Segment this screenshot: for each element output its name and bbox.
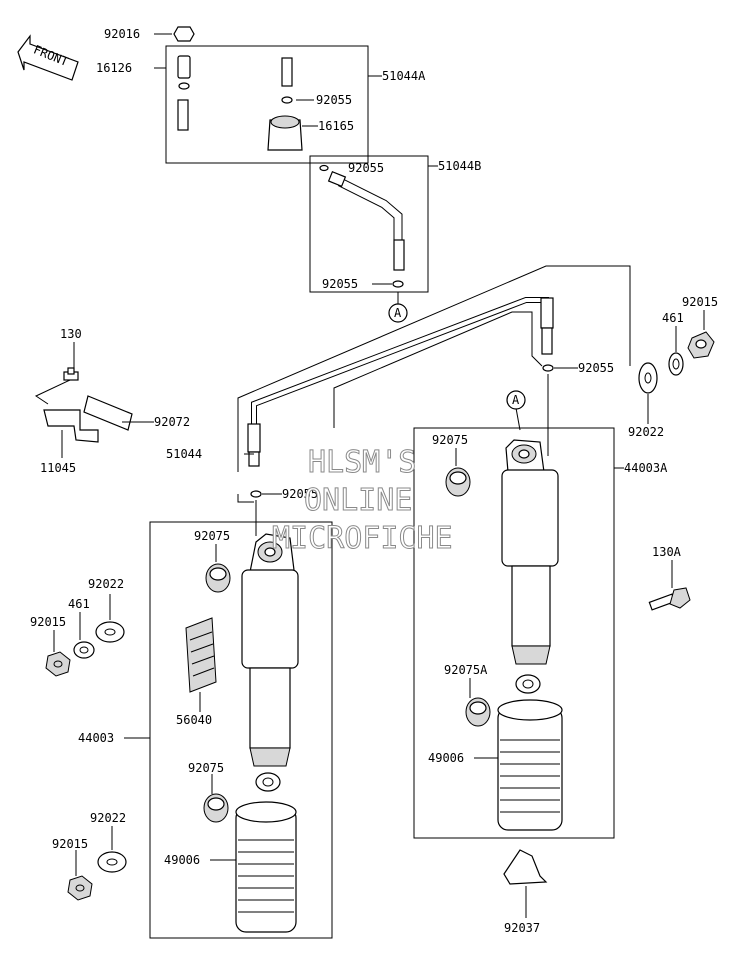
label-92075A: 92075A	[444, 663, 488, 677]
callout-A-label: A	[512, 393, 520, 407]
label-16165: 16165	[318, 119, 354, 133]
bracket-11045-icon	[43, 409, 99, 443]
label-44003: 44003	[78, 731, 114, 745]
bushing-16165-icon	[267, 115, 303, 151]
label-sticker-56040-icon	[185, 617, 217, 693]
oring-icon	[392, 280, 404, 288]
label-11045: 11045	[40, 461, 76, 475]
hose-51044A-icon	[177, 57, 293, 153]
label-92075-r: 92075	[432, 433, 468, 447]
bushing-92075-lower-icon	[203, 793, 229, 823]
boot-49006-right-icon	[497, 699, 563, 831]
label-92015-tr: 92015	[682, 295, 718, 309]
label-92055-a: 92055	[316, 93, 352, 107]
label-92055-b: 92055	[348, 161, 384, 175]
label-44003A: 44003A	[624, 461, 668, 475]
label-16126: 16126	[96, 61, 132, 75]
label-92072: 92072	[154, 415, 190, 429]
oring-icon	[250, 490, 262, 498]
nut-92015-icon	[687, 331, 715, 359]
shock-absorber-44003A-icon	[501, 439, 559, 694]
label-461-l: 461	[68, 597, 90, 611]
label-49006-r: 49006	[428, 751, 464, 765]
label-92022-l: 92022	[88, 577, 124, 591]
group-box-51044B	[309, 155, 429, 293]
label-92075-l: 92075	[194, 529, 230, 543]
label-51044A: 51044A	[382, 69, 426, 83]
nut-92015-left2-icon	[67, 875, 93, 901]
watermark-line-3: MICROFICHE	[272, 521, 453, 556]
fitting-16126-icon	[177, 55, 191, 90]
bushing-92075A-icon	[465, 697, 491, 727]
label-51044: 51044	[166, 447, 202, 461]
label-92022-l2: 92022	[90, 811, 126, 825]
callout-A-circle	[506, 390, 526, 410]
label-92037: 92037	[504, 921, 540, 935]
label-92055-e: 92055	[282, 487, 318, 501]
label-92016: 92016	[104, 27, 140, 41]
label-130: 130	[60, 327, 82, 341]
boot-49006-left-icon	[235, 801, 297, 933]
watermark-line-2: ONLINE	[304, 483, 412, 518]
label-92022-tr: 92022	[628, 425, 664, 439]
washer-92022-left2-icon	[97, 851, 127, 873]
label-461-tr: 461	[662, 311, 684, 325]
washer-92022-icon	[638, 362, 658, 394]
label-92015-l2: 92015	[52, 837, 88, 851]
bolt-130A-icon	[648, 587, 691, 611]
shock-absorber-44003-icon	[241, 533, 299, 792]
label-92015-l: 92015	[30, 615, 66, 629]
oring-icon	[319, 164, 329, 172]
watermark-line-1: HLSM'S	[308, 445, 416, 480]
bolt-130-icon	[63, 367, 79, 381]
front-arrow-icon: FRONT	[17, 34, 79, 81]
strap-92072-icon	[83, 395, 133, 431]
group-box-44003A	[413, 427, 615, 839]
label-92075-l2: 92075	[188, 761, 224, 775]
label-56040: 56040	[176, 713, 212, 727]
label-49006-l: 49006	[164, 853, 200, 867]
lockwasher-461-icon	[668, 352, 684, 376]
washer-92022-left-icon	[95, 621, 125, 643]
bushing-92075-left-icon	[205, 563, 231, 593]
oring-icon	[542, 364, 554, 372]
label-92055-d: 92055	[578, 361, 614, 375]
label-51044B: 51044B	[438, 159, 481, 173]
label-130A: 130A	[652, 545, 682, 559]
bushing-92075-right-icon	[445, 467, 471, 497]
group-box-44003	[149, 521, 333, 939]
lockwasher-461-left-icon	[73, 641, 95, 659]
hose-51044B-icon	[327, 170, 405, 271]
callout-A-circle	[388, 303, 408, 323]
hose-51044-icon	[247, 297, 554, 467]
clip-92037-icon	[503, 849, 548, 885]
group-box-51044A	[165, 45, 369, 164]
callout-A-label: A	[394, 306, 402, 320]
nut-92015-left-icon	[45, 651, 71, 677]
label-92055-c: 92055	[322, 277, 358, 291]
oring-icon	[281, 96, 293, 104]
nut-92016-icon	[173, 26, 195, 42]
watermark: HLSM'S ONLINE MICROFICHE	[272, 445, 454, 557]
